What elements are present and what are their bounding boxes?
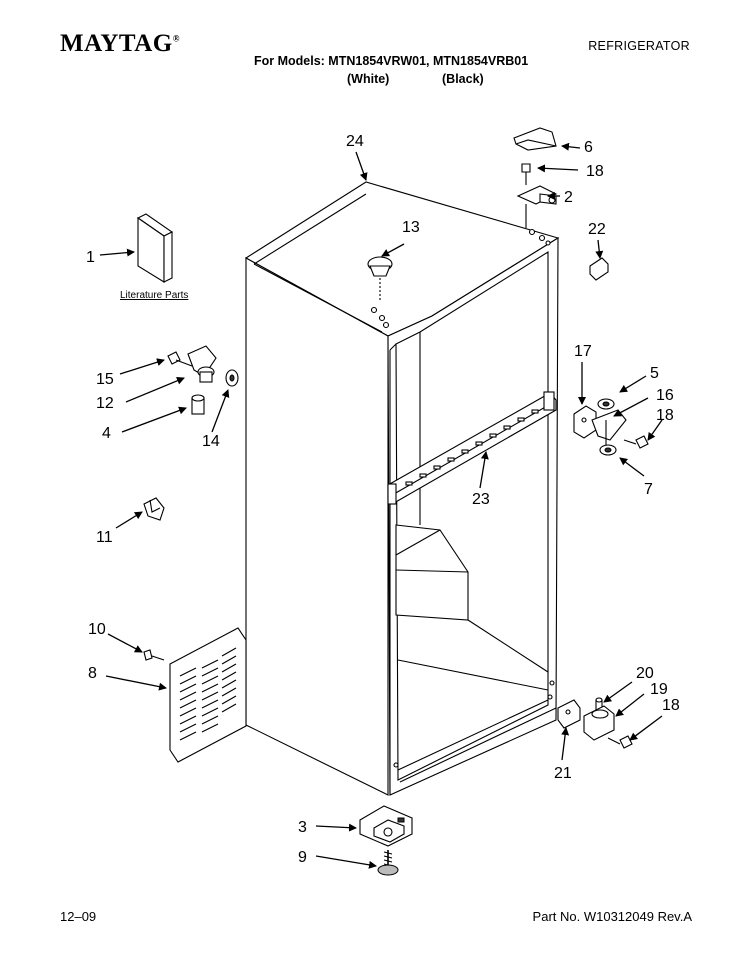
center-hinge [591, 409, 627, 446]
callout-16: 16 [656, 387, 674, 404]
callout-3: 3 [298, 819, 307, 836]
callout-13: 13 [402, 219, 420, 236]
variant-white: (White) [347, 72, 390, 86]
callout-24: 24 [346, 133, 364, 150]
top-hinge [516, 185, 558, 228]
literature-parts-booklet [136, 213, 174, 283]
hinge-washer-lower [599, 444, 617, 456]
callout-7: 7 [644, 481, 653, 498]
callout-17: 17 [574, 343, 592, 360]
hinge-bushing [191, 394, 205, 415]
hinge-screw-top [521, 163, 531, 185]
leveling-leg-bracket [359, 805, 413, 847]
callout-18-bottom: 18 [662, 697, 680, 714]
callout-14: 14 [202, 433, 220, 450]
rear-access-panel [169, 627, 247, 763]
bottom-hinge-screw [607, 735, 633, 749]
top-hinge-cover [513, 127, 557, 151]
callout-numbers: 1 2 3 4 5 6 7 8 9 10 11 12 13 14 15 16 1… [86, 133, 680, 866]
callout-11: 11 [96, 529, 113, 546]
callout-1: 1 [86, 249, 95, 266]
callout-8: 8 [88, 665, 97, 682]
product-category: REFRIGERATOR [588, 39, 690, 53]
callout-10: 10 [88, 621, 106, 638]
bottom-hinge [583, 705, 615, 741]
bottom-hinge-pin [595, 697, 603, 713]
back-panel-screw [143, 649, 165, 661]
callout-21: 21 [554, 765, 572, 782]
callout-19: 19 [650, 681, 668, 698]
callout-15: 15 [96, 371, 114, 388]
top-plug [367, 256, 393, 300]
literature-parts-label: Literature Parts [120, 290, 188, 301]
callout-6: 6 [584, 139, 593, 156]
brand-logo: MAYTAG® [60, 30, 180, 57]
part-number: Part No. W10312049 Rev.A [532, 909, 692, 924]
leveling-leg [377, 850, 399, 876]
hinge-washer [225, 369, 239, 387]
callout-2: 2 [564, 189, 573, 206]
refrigerator-cabinet [244, 181, 560, 796]
variant-black: (Black) [442, 72, 484, 86]
callout-4: 4 [102, 425, 111, 442]
center-hinge-left [187, 345, 217, 383]
callout-12: 12 [96, 395, 114, 412]
model-numbers: For Models: MTN1854VRW01, MTN1854VRB01 [254, 54, 529, 68]
mullion-rail [387, 391, 557, 505]
callout-9: 9 [298, 849, 307, 866]
callout-23: 23 [472, 491, 490, 508]
center-hinge-bracket [573, 405, 597, 439]
hinge-screw-center [623, 435, 649, 449]
hinge-cap [589, 257, 609, 281]
bottom-hinge-shim [557, 699, 581, 729]
callout-leaders [99, 142, 663, 869]
callout-20: 20 [636, 665, 654, 682]
hinge-washer-upper [597, 398, 615, 410]
callout-18-center: 18 [656, 407, 674, 424]
callout-22: 22 [588, 221, 606, 238]
revision-date: 12–09 [60, 909, 97, 924]
wire-clip [143, 497, 165, 521]
callout-5: 5 [650, 365, 659, 382]
callout-18-top: 18 [586, 163, 604, 180]
door-stop-screw [167, 351, 193, 367]
